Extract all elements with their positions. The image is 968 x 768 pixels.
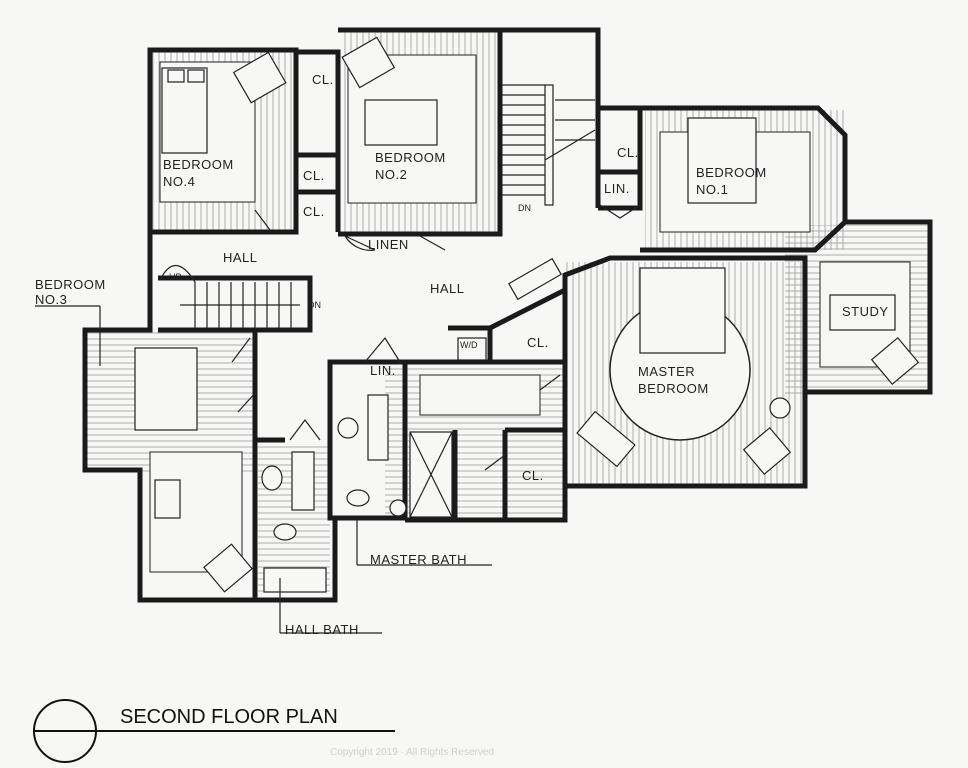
bedroom4-label-line2: NO.4 [163, 174, 195, 189]
furniture [134, 36, 920, 593]
bedroom2-label-line1: BEDROOM [375, 150, 446, 165]
closet-master-label: CL. [527, 335, 549, 350]
stair-up-label: UP [169, 272, 182, 282]
closet-bedroom1-label: CL. [617, 145, 639, 160]
bedroom3-label-line2: NO.3 [35, 292, 67, 307]
stair-down-top-label: DN [518, 203, 531, 213]
stair-left [159, 264, 300, 328]
closet-mid1-label: CL. [303, 168, 325, 183]
closet-mid2-label: CL. [303, 204, 325, 219]
master-bath-label: MASTER BATH [370, 552, 467, 567]
lin-lower-label: LIN. [370, 363, 396, 378]
stair-down-left-label: DN [308, 300, 321, 310]
leader-lines [35, 305, 492, 634]
stair-top [502, 84, 596, 206]
bedroom1-label-line1: BEDROOM [696, 165, 767, 180]
master-bedroom-label-line1: MASTER [638, 364, 695, 379]
closet-bath-label: CL. [522, 468, 544, 483]
bedroom2-label-line2: NO.2 [375, 167, 407, 182]
hall-left-label: HALL [223, 250, 258, 265]
linen-label: LINEN [368, 237, 409, 252]
study-label: STUDY [842, 304, 889, 319]
bedroom3-label-line1: BEDROOM [35, 277, 106, 292]
hall-center-label: HALL [430, 281, 465, 296]
door-swings [231, 204, 641, 471]
bedroom1-label-line2: NO.1 [696, 182, 728, 197]
plan-title: SECOND FLOOR PLAN [120, 706, 338, 728]
washer-dryer-label: W/D [460, 340, 478, 350]
bedroom4-label-line1: BEDROOM [163, 157, 234, 172]
lin-upper-label: LIN. [604, 181, 630, 196]
master-bedroom-label-line2: BEDROOM [638, 381, 709, 396]
copyright-watermark: Copyright 2019 · All Rights Reserved [330, 747, 494, 758]
hall-bath-label: HALL BATH [285, 622, 359, 637]
closet-top-label: CL. [312, 72, 334, 87]
walls [82, 27, 933, 603]
title-block [33, 699, 395, 763]
